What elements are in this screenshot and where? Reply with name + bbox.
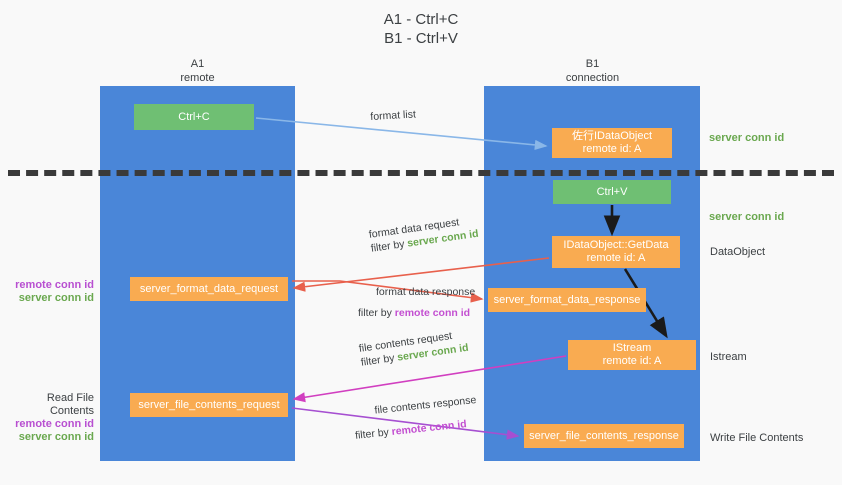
arrow-label-file-contents-request: file contents request filter by server c…: [358, 327, 469, 370]
section-divider: [8, 170, 834, 176]
node-server-file-contents-request[interactable]: server_file_contents_request: [130, 393, 288, 417]
filter-prefix: filter by: [370, 237, 409, 255]
label-remote-conn-id-upper: remote conn id: [15, 279, 94, 291]
node-idataobject-getdata[interactable]: IDataObject::GetData remote id: A: [552, 236, 680, 268]
lane-header-b1: B1 connection: [565, 58, 620, 84]
page-title: A1 - Ctrl+C B1 - Ctrl+V: [383, 11, 459, 47]
arrow-label-format-list-text: format list: [370, 108, 417, 123]
arrow-label-format-list: format list: [370, 107, 416, 124]
filter-key-remote-conn-id: remote conn id: [394, 307, 471, 319]
arrow-label-file-contents-response: file contents response filter by remote …: [352, 393, 479, 443]
arrow-label-format-data-response-text: format data response: [376, 286, 476, 298]
arrow-label-format-data-response: format data response filter by remote co…: [358, 285, 475, 320]
label-write-file-contents: Write File Contents: [710, 432, 804, 444]
label-server-conn-id-mid: server conn id: [709, 211, 785, 223]
label-server-conn-id-top: server conn id: [709, 132, 785, 144]
node-ctrl-c[interactable]: Ctrl+C: [134, 104, 254, 130]
node-istream[interactable]: IStream remote id: A: [568, 340, 696, 370]
label-remote-conn-id-lower: remote conn id: [15, 418, 94, 430]
filter-prefix: filter by: [358, 307, 395, 319]
label-server-conn-id-upper: server conn id: [18, 292, 94, 304]
label-conn-ids-upper: remote conn id server conn id: [0, 279, 94, 305]
label-dataobject: DataObject: [710, 246, 766, 258]
node-ctrl-v[interactable]: Ctrl+V: [553, 180, 671, 204]
lane-header-a1: A1 remote: [180, 58, 215, 84]
node-idataobject[interactable]: 佐行IDataObject remote id: A: [552, 128, 672, 158]
filter-prefix: filter by: [354, 426, 393, 442]
filter-key-remote-conn-id: remote conn id: [391, 418, 468, 438]
label-istream: Istream: [710, 351, 747, 363]
label-server-conn-id-lower: server conn id: [18, 431, 94, 443]
node-server-format-data-request[interactable]: server_format_data_request: [130, 277, 288, 301]
node-server-format-data-response[interactable]: server_format_data_response: [488, 288, 646, 312]
filter-prefix: filter by: [360, 351, 399, 369]
label-read-file-contents: Read File Contents: [46, 392, 94, 417]
node-server-file-contents-response[interactable]: server_file_contents_response: [524, 424, 684, 448]
label-conn-ids-lower: Read File Contents remote conn id server…: [0, 392, 94, 444]
arrow-label-format-data-request: format data request filter by server con…: [368, 213, 479, 256]
arrow-label-format-data-response-filter: filter by remote conn id: [358, 299, 475, 320]
